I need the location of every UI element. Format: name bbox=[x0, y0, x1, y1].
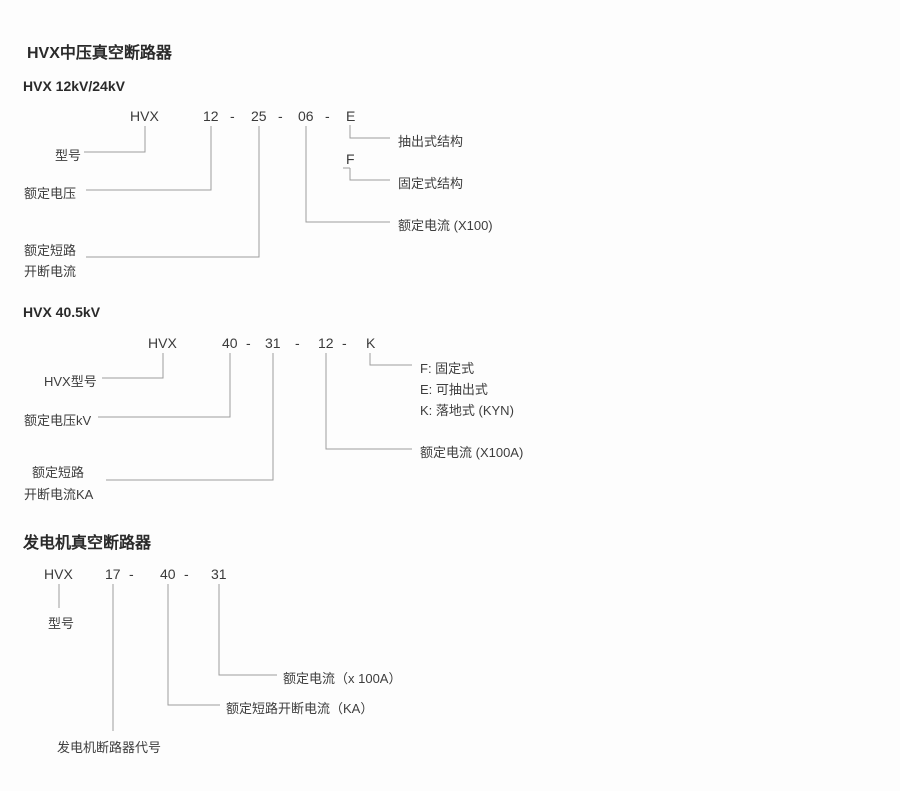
s1-label-withdrawable: 抽出式结构 bbox=[398, 134, 464, 149]
connector-line bbox=[369, 353, 412, 366]
connector-line bbox=[86, 126, 212, 191]
s1-code-current: 06 bbox=[298, 108, 314, 124]
s2-code-current: 12 bbox=[318, 335, 334, 351]
s1-code-structure: E bbox=[346, 108, 356, 124]
section2-heading: HVX 40.5kV bbox=[23, 304, 101, 320]
s2-label-short-line1: 额定短路 bbox=[32, 465, 85, 480]
s2-option-floor: K: 落地式 (KYN) bbox=[420, 403, 514, 418]
connector-line bbox=[305, 126, 390, 223]
connector-line bbox=[325, 353, 412, 450]
connector-line bbox=[349, 125, 390, 139]
s1-code-prefix: HVX bbox=[130, 108, 159, 124]
s3-code-current: 31 bbox=[211, 566, 227, 582]
section1-heading: HVX 12kV/24kV bbox=[23, 78, 125, 94]
s2-option-withdrawable: E: 可抽出式 bbox=[420, 382, 488, 397]
s1-label-model: 型号 bbox=[55, 148, 82, 163]
connector-line bbox=[84, 126, 146, 153]
s3-code-dash: - bbox=[129, 566, 134, 582]
s2-code-dash: - bbox=[295, 335, 300, 351]
s2-label-current: 额定电流 (X100A) bbox=[420, 445, 524, 460]
connector-line bbox=[218, 584, 277, 676]
s2-label-model: HVX型号 bbox=[44, 374, 97, 389]
s2-label-voltage: 额定电压kV bbox=[24, 413, 92, 428]
s1-code-short: 25 bbox=[251, 108, 267, 124]
s1-code-dash: - bbox=[325, 108, 330, 124]
s3-label-gencode: 发电机断路器代号 bbox=[57, 740, 162, 755]
s3-code-dash: - bbox=[184, 566, 189, 582]
s3-label-model: 型号 bbox=[48, 616, 75, 631]
page-title: HVX中压真空断路器 bbox=[27, 45, 172, 62]
s1-code-dash: - bbox=[230, 108, 235, 124]
s1-label-fixed: 固定式结构 bbox=[398, 176, 464, 191]
s1-label-short-line1: 额定短路 bbox=[24, 243, 77, 258]
connector-line bbox=[106, 353, 274, 481]
s2-code-dash: - bbox=[246, 335, 251, 351]
s2-code-dash: - bbox=[342, 335, 347, 351]
s2-code-prefix: HVX bbox=[148, 335, 177, 351]
s1-label-short-line2: 开断电流 bbox=[24, 264, 77, 279]
s1-alt-letter-f: F bbox=[346, 151, 355, 167]
section3-heading: 发电机真空断路器 bbox=[23, 535, 152, 552]
connector-line bbox=[102, 353, 164, 379]
s2-option-fixed: F: 固定式 bbox=[420, 361, 475, 376]
s3-label-current: 额定电流（x 100A） bbox=[283, 671, 402, 686]
s1-code-voltage: 12 bbox=[203, 108, 219, 124]
connector-line bbox=[349, 168, 390, 181]
s3-code-short: 40 bbox=[160, 566, 176, 582]
s2-code-voltage: 40 bbox=[222, 335, 238, 351]
s3-code-prefix: HVX bbox=[44, 566, 73, 582]
s2-code-structure: K bbox=[366, 335, 376, 351]
connector-line bbox=[86, 126, 260, 258]
connector-line bbox=[98, 353, 231, 418]
connector-line bbox=[167, 584, 220, 706]
s2-label-short-line2: 开断电流KA bbox=[24, 487, 94, 502]
s3-label-short: 额定短路开断电流（KA） bbox=[226, 701, 374, 716]
s2-code-short: 31 bbox=[265, 335, 281, 351]
s1-label-voltage: 额定电压 bbox=[24, 186, 77, 201]
s1-code-dash: - bbox=[278, 108, 283, 124]
s3-code-gencode: 17 bbox=[105, 566, 121, 582]
s1-label-current: 额定电流 (X100) bbox=[398, 218, 493, 233]
